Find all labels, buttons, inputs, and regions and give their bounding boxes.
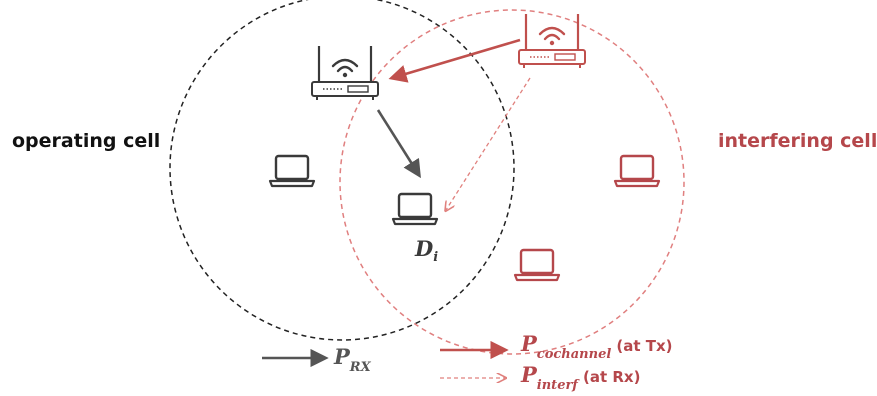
rx-signal-arrow [376,109,421,179]
laptop-icon [268,154,316,188]
cochannel-arrow [388,38,521,83]
interference-arrow [446,77,531,210]
operating-cell-boundary [169,0,515,341]
operating-cell-label: operating cell [12,130,161,152]
legend-cochannel-label: Pcochannel (at Tx) [521,331,673,362]
legend-interf-label: Pinterf (at Rx) [521,362,641,393]
device-label: Di [415,236,439,265]
interfering-laptop-icon [513,248,561,282]
target-device-laptop-icon [391,192,439,226]
wifi-router-icon [310,44,380,102]
interfering-cell-boundary [339,9,685,355]
interfering-laptop-icon [613,154,661,188]
legend-rx-label: PRX [334,344,371,375]
interfering-cell-label: interfering cell [718,130,877,152]
